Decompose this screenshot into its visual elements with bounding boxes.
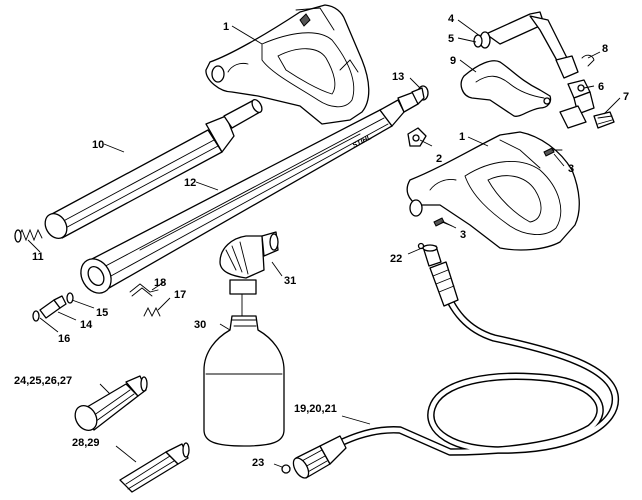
spray-gun-handle-right: [406, 131, 580, 251]
callout-12: 12: [184, 177, 196, 189]
callout-3-lower: 3: [460, 229, 466, 241]
callout-6: 6: [598, 81, 604, 93]
callout-18: 18: [154, 277, 166, 289]
detergent-bottle: [203, 315, 285, 447]
callout-15: 15: [96, 307, 108, 319]
callout-14: 14: [80, 319, 93, 331]
callout-19-20-21: 19,20,21: [294, 403, 337, 415]
lance: STIHL: [80, 87, 425, 294]
extension-tube: [44, 98, 263, 239]
callout-16: 16: [58, 333, 70, 345]
callout-1-right: 1: [459, 131, 465, 143]
callout-11: 11: [32, 251, 44, 263]
hose-end-nut: [292, 435, 347, 479]
callout-8: 8: [602, 43, 608, 55]
callout-5: 5: [448, 33, 454, 45]
callout-labels: 1 1 2 3 3 4 5 6 7 8 9 10 11 12 13 14 15 …: [14, 13, 629, 469]
callout-7: 7: [623, 91, 629, 103]
screw-upper: [543, 147, 563, 157]
callout-22: 22: [390, 253, 402, 265]
callout-10: 10: [92, 139, 104, 151]
callout-23: 23: [252, 457, 264, 469]
callout-24-27: 24,25,26,27: [14, 375, 72, 387]
foam-nozzle: [219, 231, 279, 319]
callout-30: 30: [194, 319, 206, 331]
callout-28-29: 28,29: [72, 437, 100, 449]
spring-clip: [129, 283, 159, 297]
callout-13: 13: [392, 71, 404, 83]
callout-2: 2: [436, 153, 442, 165]
rotary-nozzle: [74, 375, 148, 431]
nozzle-parts: [32, 292, 74, 322]
flat-jet-nozzle: [119, 442, 190, 493]
callout-31: 31: [284, 275, 296, 287]
valve-assembly: [473, 11, 615, 129]
high-pressure-hose: [318, 261, 619, 456]
hose-fitting: [417, 242, 442, 267]
callout-1-top: 1: [223, 21, 229, 33]
small-spring: [143, 306, 161, 318]
callout-17: 17: [174, 289, 186, 301]
callout-4: 4: [448, 13, 455, 25]
trigger-lever: [460, 60, 552, 117]
nut: [407, 127, 427, 147]
callout-9: 9: [450, 55, 456, 67]
leader-lines: [27, 19, 621, 468]
callout-3-upper: 3: [568, 163, 574, 175]
o-ring-23: [281, 464, 291, 474]
spring: [14, 228, 43, 243]
spray-gun-handle-top: [205, 4, 370, 125]
